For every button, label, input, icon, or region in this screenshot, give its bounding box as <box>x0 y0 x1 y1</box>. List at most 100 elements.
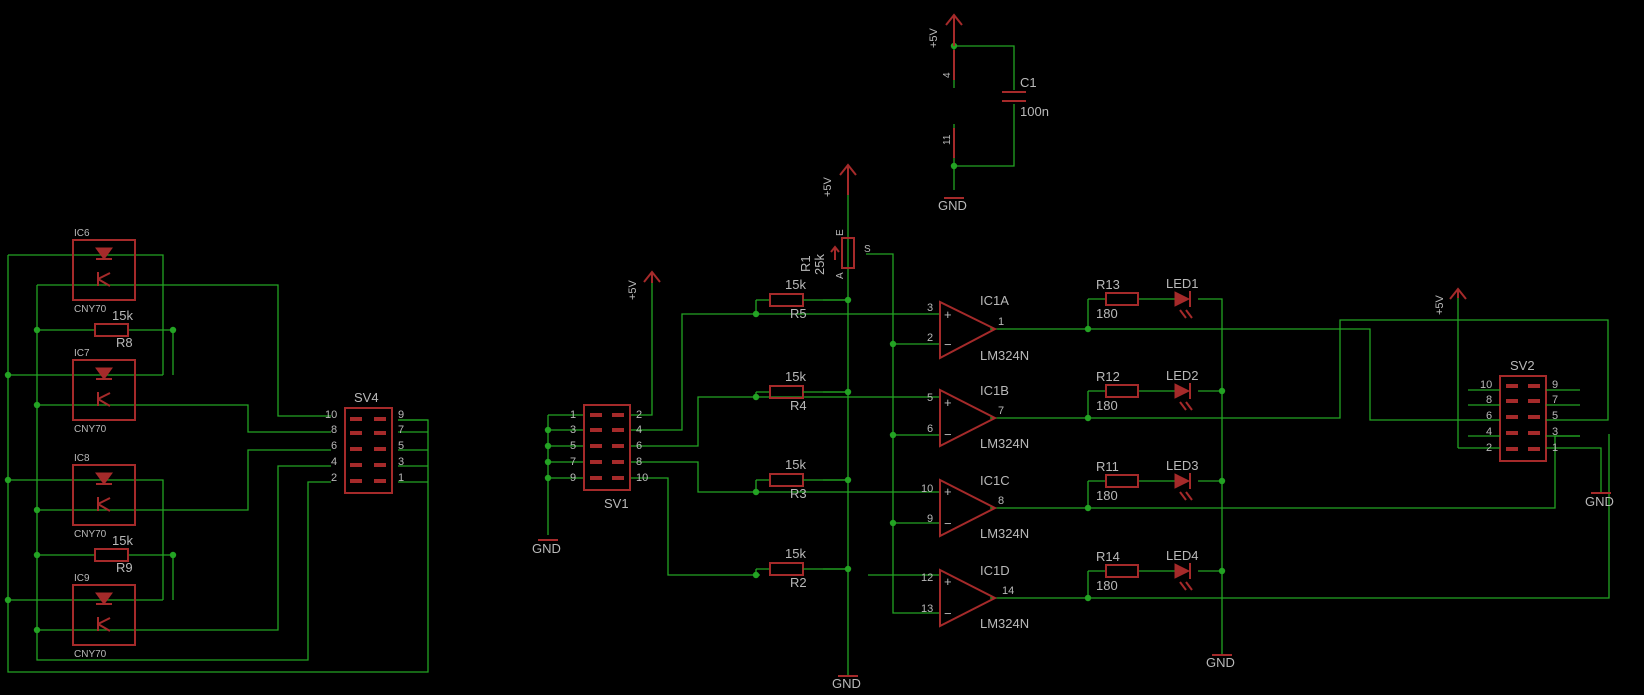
r13-value: 180 <box>1096 306 1118 321</box>
ic1c-part: LM324N <box>980 526 1029 541</box>
supply-symbols: +5V GND +5V +5V +5V GND GND GND GND <box>532 13 1614 691</box>
vcc-label-sv2: +5V <box>1434 294 1446 315</box>
ic1b-pin-out: 7 <box>998 405 1004 417</box>
led2-name: LED2 <box>1166 368 1199 383</box>
pot-pin-s: S <box>864 244 871 255</box>
ic1d-part: LM324N <box>980 616 1029 631</box>
svg-text:+: + <box>944 307 952 322</box>
ic1c-pin-minus: 9 <box>927 513 933 525</box>
sv1-pin-l4: 7 <box>570 456 576 468</box>
sv1-name: SV1 <box>604 496 629 511</box>
ic1a-name: IC1A <box>980 293 1009 308</box>
svg-text:+: + <box>944 574 952 589</box>
ic1d-pin-minus: 13 <box>921 603 933 615</box>
pot-pin-e: E <box>835 229 846 236</box>
sensor-ic6: IC6 CNY70 <box>72 228 136 315</box>
sv1-pin-l3: 5 <box>570 440 576 452</box>
sv1-pin-r2: 4 <box>636 424 642 436</box>
r3-name: R3 <box>790 486 807 501</box>
sv1-pin-l5: 9 <box>570 472 576 484</box>
header-sv4: 10 8 6 4 2 9 7 5 3 1 SV4 <box>325 390 404 494</box>
sv1-pin-r5: 10 <box>636 472 648 484</box>
opamp-ic1a: +− 3 2 1 IC1A LM324N <box>927 293 1029 363</box>
sv2-pin-l1: 10 <box>1480 379 1492 391</box>
ic8-part: CNY70 <box>74 529 107 540</box>
pot-name: R1 <box>798 255 813 272</box>
ic1b-name: IC1B <box>980 383 1009 398</box>
r4-value: 15k <box>785 369 806 384</box>
ic1c-pin-out: 8 <box>998 495 1004 507</box>
ic9-name: IC9 <box>74 573 90 584</box>
r5-value: 15k <box>785 277 806 292</box>
gnd-label-leds: GND <box>1206 655 1235 670</box>
ic1b-part: LM324N <box>980 436 1029 451</box>
sv1-pin-r3: 6 <box>636 440 642 452</box>
ic8-name: IC8 <box>74 453 90 464</box>
led1-name: LED1 <box>1166 276 1199 291</box>
sensor-ic8: IC8 CNY70 <box>72 453 136 540</box>
r12-value: 180 <box>1096 398 1118 413</box>
ic9-part: CNY70 <box>74 649 107 660</box>
sv4-pin-r4: 3 <box>398 456 404 468</box>
vcc-label-pot: +5V <box>822 176 834 197</box>
gnd-label-c1: GND <box>938 198 967 213</box>
ic6-part: CNY70 <box>74 304 107 315</box>
svg-text:−: − <box>944 516 952 531</box>
r8-value: 15k <box>112 308 133 323</box>
ic7-name: IC7 <box>74 348 90 359</box>
sv2-pin-r2: 7 <box>1552 394 1558 406</box>
r2-value: 15k <box>785 546 806 561</box>
sv1-pin-l1: 1 <box>570 409 576 421</box>
r8-name: R8 <box>116 335 133 350</box>
r2-name: R2 <box>790 575 807 590</box>
r13-name: R13 <box>1096 277 1120 292</box>
sv4-pin-r3: 5 <box>398 440 404 452</box>
led3-name: LED3 <box>1166 458 1199 473</box>
c1-name: C1 <box>1020 75 1037 90</box>
sensor-ic9: IC9 CNY70 <box>72 573 136 660</box>
sv1-pin-l2: 3 <box>570 424 576 436</box>
sv1-pin-r1: 2 <box>636 409 642 421</box>
vcc-label-sv1: +5V <box>627 279 639 300</box>
ic1d-name: IC1D <box>980 563 1010 578</box>
sv2-pin-l4: 4 <box>1486 426 1492 438</box>
r12-name: R12 <box>1096 369 1120 384</box>
sv4-pin-l1: 10 <box>325 409 337 421</box>
pot-value: 25k <box>812 254 827 275</box>
sensor-ic7: IC7 CNY70 <box>72 348 136 435</box>
input-resistors: 15k R5 15k R4 15k R3 15k R2 <box>769 277 848 590</box>
c1-value: 100n <box>1020 104 1049 119</box>
opamp-ic1d: +− 12 13 14 IC1D LM324N <box>921 563 1029 631</box>
gnd-label-divider: GND <box>832 676 861 691</box>
ic1a-pin-out: 1 <box>998 316 1004 328</box>
ic1a-part: LM324N <box>980 348 1029 363</box>
r3-value: 15k <box>785 457 806 472</box>
sv2-pin-r4: 3 <box>1552 426 1558 438</box>
r11-value: 180 <box>1096 488 1118 503</box>
led-stage-3: R11 180 LED3 <box>1096 458 1199 503</box>
ic7-part: CNY70 <box>74 424 107 435</box>
ic1a-pin-plus: 3 <box>927 302 933 314</box>
sv4-pin-l3: 6 <box>331 440 337 452</box>
led-stage-2: R12 180 LED2 <box>1096 368 1199 413</box>
r9-value: 15k <box>112 533 133 548</box>
junctions <box>4 42 1226 634</box>
r9-name: R9 <box>116 560 133 575</box>
sensor-resistors: 15k R8 15k R9 <box>94 308 133 575</box>
sv2-pin-l5: 2 <box>1486 442 1492 454</box>
sv4-pin-l2: 8 <box>331 424 337 436</box>
ic1d-pin-out: 14 <box>1002 585 1014 597</box>
opamp-ic1b: +− 5 6 7 IC1B LM324N <box>927 383 1029 451</box>
c1-pin-bottom: 11 <box>942 134 953 145</box>
r4-name: R4 <box>790 398 807 413</box>
c1-pin-top: 4 <box>942 72 953 78</box>
potentiometer-r1: E A S R1 25k <box>798 229 871 279</box>
gnd-label-sv1: GND <box>532 541 561 556</box>
ic1d-pin-plus: 12 <box>921 572 933 584</box>
ic6-name: IC6 <box>74 228 90 239</box>
gnd-label-sv2: GND <box>1585 494 1614 509</box>
sv2-pin-r5: 1 <box>1552 442 1558 454</box>
header-sv2: 10 8 6 4 2 9 7 5 3 1 SV2 <box>1468 358 1580 462</box>
r14-value: 180 <box>1096 578 1118 593</box>
